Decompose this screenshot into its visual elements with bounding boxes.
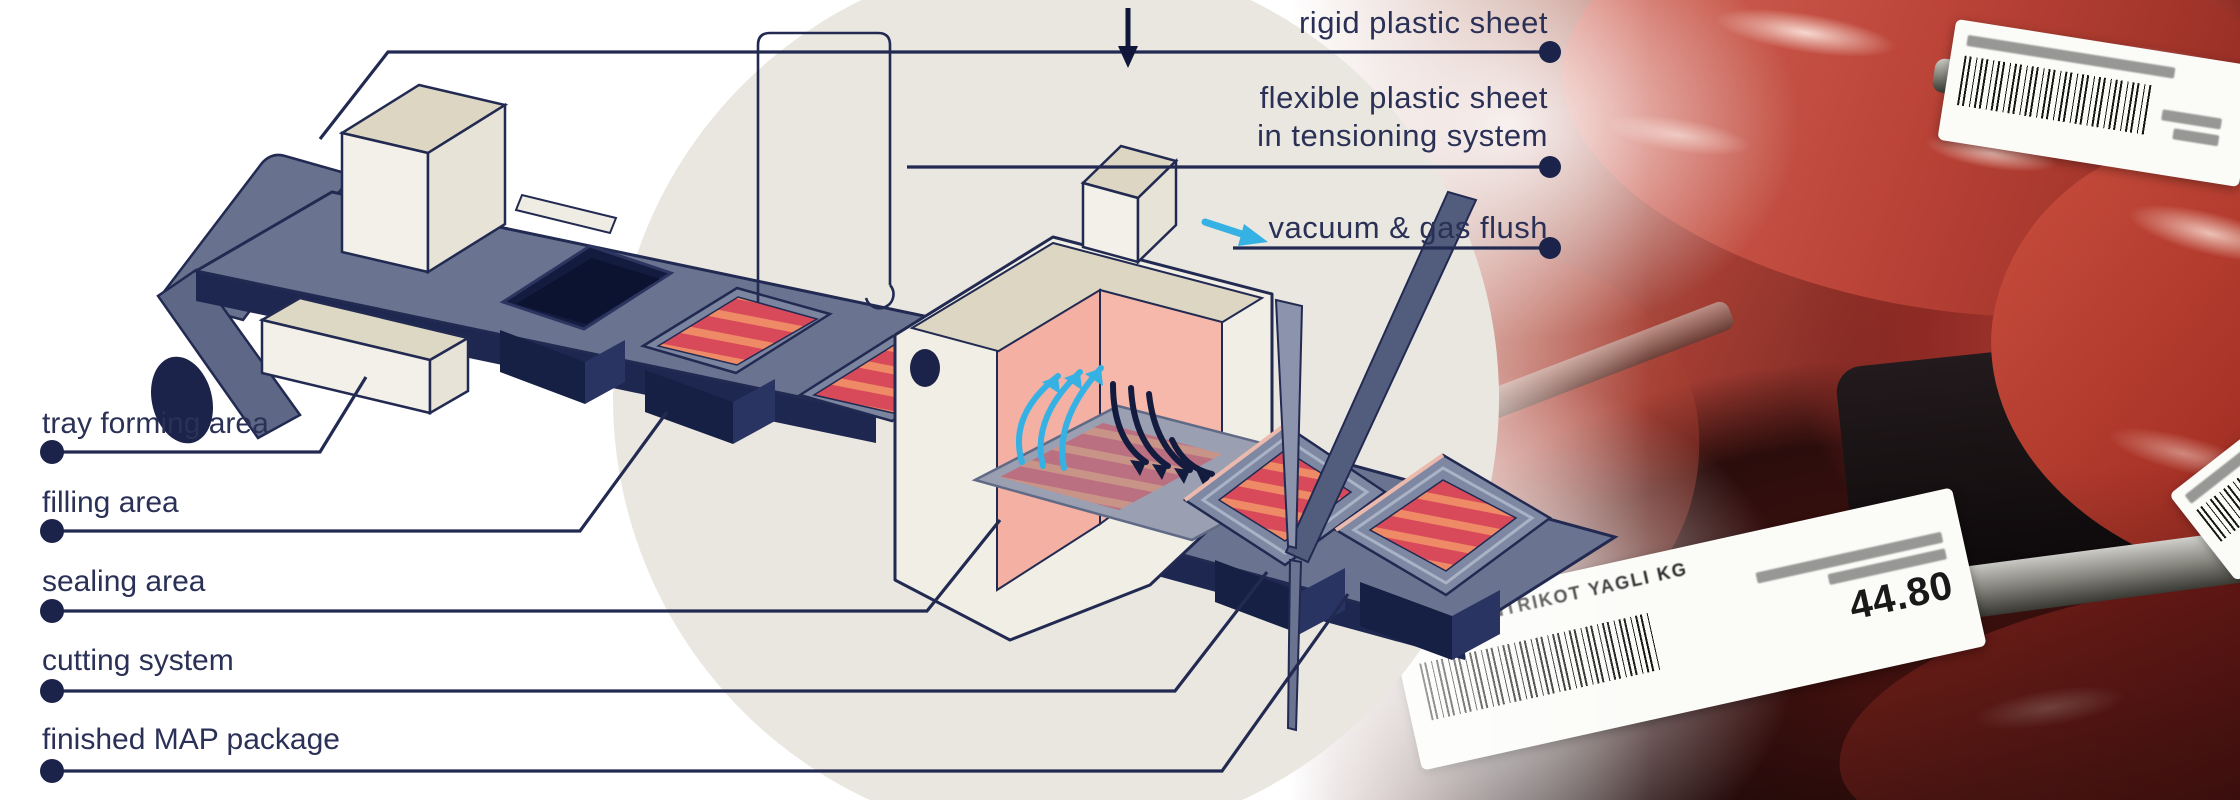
formed-tray-cavity xyxy=(499,244,675,331)
label-finished-map-package: finished MAP package xyxy=(42,723,340,756)
label-sealing-area: sealing area xyxy=(42,565,206,598)
label-vacuum-gas-flush: vacuum & gas flush xyxy=(1268,210,1548,245)
label-flexible-plastic-sheet-line1: flexible plastic sheet xyxy=(1260,80,1548,115)
machine-frame-edge xyxy=(514,193,618,235)
unwind-roller-icon xyxy=(151,356,213,444)
press-down-arrow-icon xyxy=(1118,8,1138,68)
rigid-sheet-leader-line xyxy=(318,50,1548,140)
tensioning-frame xyxy=(756,31,895,310)
leader-dots xyxy=(40,440,64,783)
gas-flow-arrow-icon xyxy=(1201,218,1268,246)
vacuum-arrows-icon xyxy=(1110,381,1215,477)
forming-die-slab xyxy=(258,296,472,416)
gas-flush-arrowheads-icon xyxy=(1042,368,1103,394)
label-rigid-plastic-sheet: rigid plastic sheet xyxy=(1299,5,1548,40)
tray-forming-station xyxy=(338,83,509,275)
vacuum-arrowheads-icon xyxy=(1130,460,1212,487)
label-cutting-system: cutting system xyxy=(42,644,234,677)
cutting-blade xyxy=(1274,190,1478,732)
station-leader-lines xyxy=(52,376,1350,773)
label-filling-area: filling area xyxy=(42,486,179,519)
material-leader-lines xyxy=(907,165,1548,250)
tension-roller-icon xyxy=(910,349,940,387)
label-flexible-plastic-sheet-line2: in tensioning system xyxy=(1257,118,1548,153)
label-tray-forming-area: tray forming area xyxy=(42,407,269,440)
forming-mold-block xyxy=(500,330,625,404)
leader-dots xyxy=(1539,41,1561,259)
sealing-head xyxy=(1080,144,1179,265)
finished-package xyxy=(1333,453,1553,660)
filled-tray xyxy=(639,286,834,444)
